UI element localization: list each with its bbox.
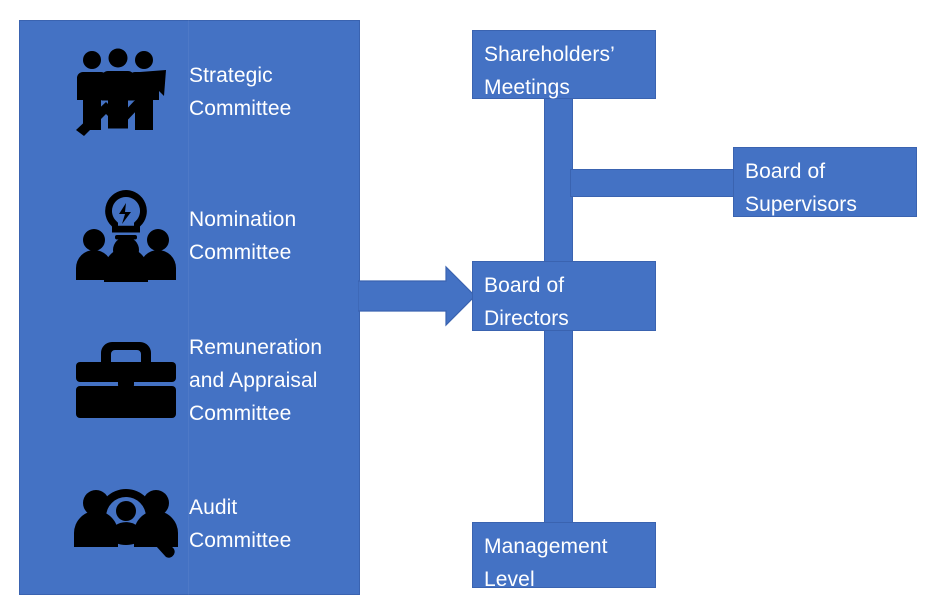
committees-panel — [19, 20, 360, 595]
node-label-line1: Board of — [484, 274, 565, 297]
committee-item-nomination[interactable]: Nomination Committee — [19, 164, 360, 308]
connector-branch-supervisors — [570, 169, 735, 197]
node-board-of-supervisors[interactable]: Board of Supervisors — [733, 147, 917, 217]
node-label-line2: Level — [484, 568, 535, 591]
committee-label-line2: Committee — [189, 97, 292, 120]
committee-label-line1: Remuneration — [189, 335, 323, 359]
node-label-line1: Board of — [745, 160, 826, 183]
committee-label-line1: Strategic — [189, 64, 273, 87]
committee-label-line1: Audit — [189, 496, 238, 519]
node-management-level[interactable]: Management Level — [472, 522, 656, 591]
committee-label-line2: Committee — [189, 529, 292, 552]
committee-label-strategic: Strategic Committee — [189, 59, 369, 125]
node-label-line1: Shareholders’ — [484, 43, 615, 66]
panel-seam-divider — [188, 20, 189, 595]
three-people-growth-arrow-icon — [71, 44, 181, 140]
committee-item-remuneration[interactable]: Remuneration and Appraisal Committee — [19, 308, 360, 452]
magnifier-people-icon — [71, 476, 181, 572]
committee-item-audit[interactable]: Audit Committee — [19, 452, 360, 596]
committee-label-audit: Audit Committee — [189, 491, 369, 557]
lightbulb-people-icon — [71, 188, 181, 284]
briefcase-icon — [71, 332, 181, 428]
committee-label-remuneration: Remuneration and Appraisal Committee — [189, 331, 369, 430]
committee-label-nomination: Nomination Committee — [189, 203, 369, 269]
node-shareholders-meetings[interactable]: Shareholders’ Meetings — [472, 30, 656, 99]
arrow-committees-to-directors — [357, 265, 476, 327]
node-label-line2: Meetings — [484, 76, 571, 99]
committee-label-line3: Committee — [189, 401, 292, 425]
committee-item-strategic[interactable]: Strategic Committee — [19, 20, 360, 164]
node-label-line2: Supervisors — [745, 193, 857, 216]
node-board-of-directors[interactable]: Board of Directors — [472, 261, 656, 331]
committee-label-line1: Nomination — [189, 208, 297, 231]
committee-label-line2: Committee — [189, 241, 292, 264]
committee-label-line2: and Appraisal — [189, 368, 318, 392]
node-label-line2: Directors — [484, 307, 569, 330]
node-label-line1: Management — [484, 535, 608, 558]
